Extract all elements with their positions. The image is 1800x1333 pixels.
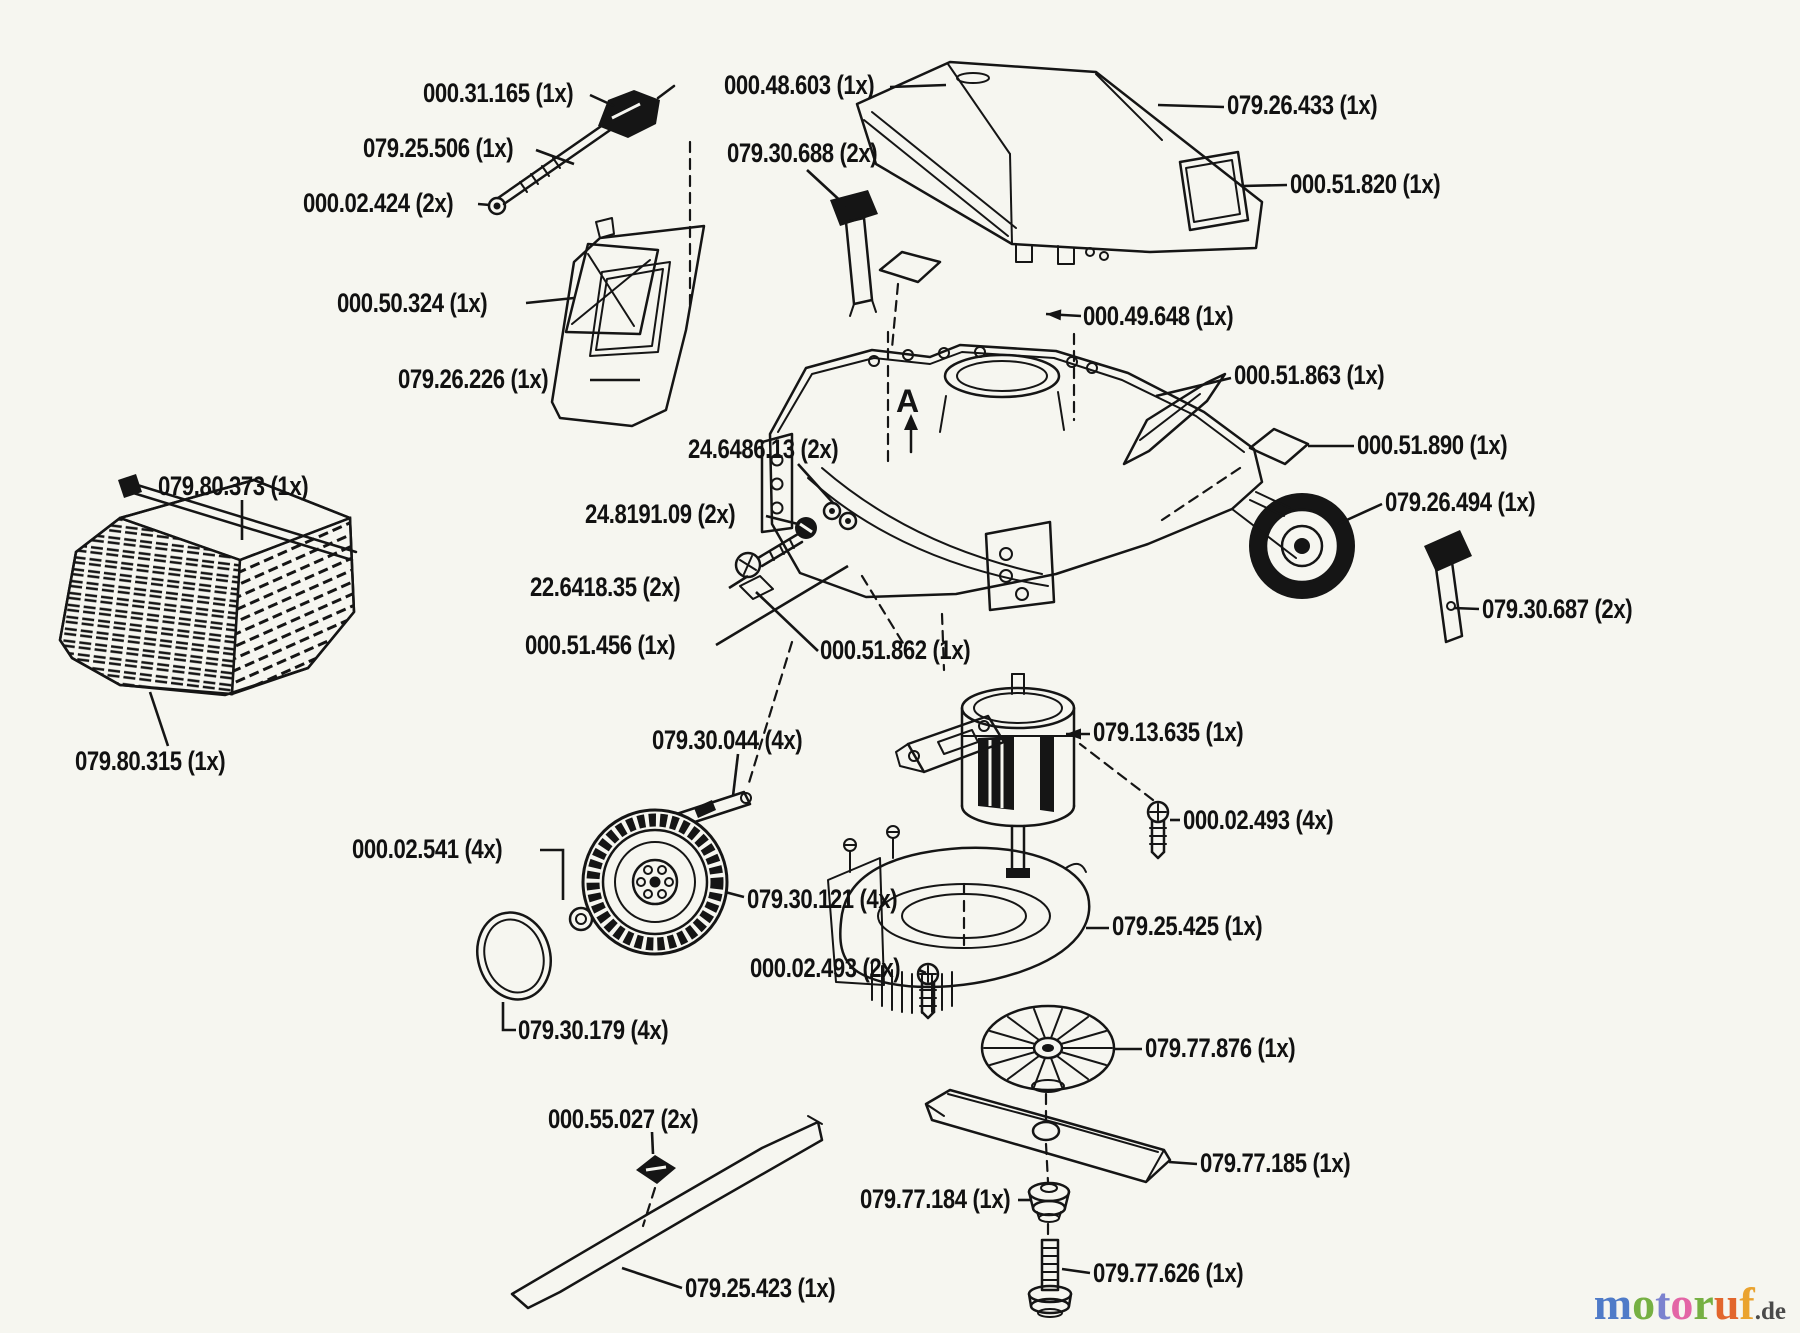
leader-line [889,83,947,89]
blade-bolt-drawing [1027,1238,1073,1318]
leader-line [501,1002,516,1032]
leader-line [715,564,849,647]
cover-plate-drawing [564,242,660,336]
side-door-drawing [550,217,706,428]
deflector-863-drawing [1122,372,1227,466]
deck-housing-drawing [739,343,1355,612]
watermark-letter: o [1632,1278,1656,1329]
leader-line [731,753,740,797]
leader-line [918,968,927,975]
leader-line [1168,1160,1198,1166]
sticker-648-drawing [878,250,942,284]
leader-arrowhead [1046,309,1062,321]
leader-arrowhead [1066,728,1081,740]
leader-line [765,514,799,526]
cable-assembly-drawing [487,84,676,216]
leader-line [621,1266,683,1290]
leader-line [535,148,575,166]
watermark-suffix: .de [1754,1298,1786,1325]
leader-line [1061,1267,1091,1275]
explode-axis-lines [641,140,1242,1240]
leader-line [1337,502,1383,526]
fan-housing-drawing [827,825,1091,1014]
marker-a-label: A [896,383,919,419]
leader-line [1155,376,1232,398]
leader-line [1157,103,1225,109]
fan-drawing [980,1004,1116,1093]
hood-drawing [855,60,1264,265]
section-marker-a: A [896,383,919,454]
leader-lines [148,83,1480,1290]
watermark-letter: t [1655,1278,1671,1329]
leader-line [728,574,749,590]
leader-line [797,463,835,505]
leader-line [1241,183,1288,188]
motoruf-watermark: motoruf.de [1594,1281,1786,1327]
sticker-890-drawing [1248,427,1310,466]
leader-line [1453,606,1480,611]
blade-drawing [924,1088,1172,1184]
lever-687-drawing [1424,530,1472,644]
leader-line [525,296,575,305]
watermark-letter: m [1593,1278,1633,1329]
watermark-letter: o [1670,1278,1694,1329]
hardware-mid-drawing [734,501,858,579]
leader-line [589,93,615,108]
lever-688-drawing [830,190,878,317]
leader-line [806,169,847,207]
leader-line [540,848,565,900]
leader-line [724,890,745,899]
watermark-letter: f [1739,1278,1755,1329]
leader-line [477,202,491,207]
watermark-letter: r [1693,1278,1714,1329]
blade-hub-drawing [1027,1181,1071,1223]
wheel-assembly-drawing [476,790,752,1001]
motor-drawing [895,673,1076,878]
watermark-word: motoruf [1594,1278,1755,1329]
guard-bar-drawing [510,1115,824,1310]
leader-line [148,691,170,747]
leader-line [755,591,819,652]
watermark-letter: u [1713,1278,1740,1329]
leader-line [650,1131,655,1155]
grass-catcher-drawing [58,474,358,697]
